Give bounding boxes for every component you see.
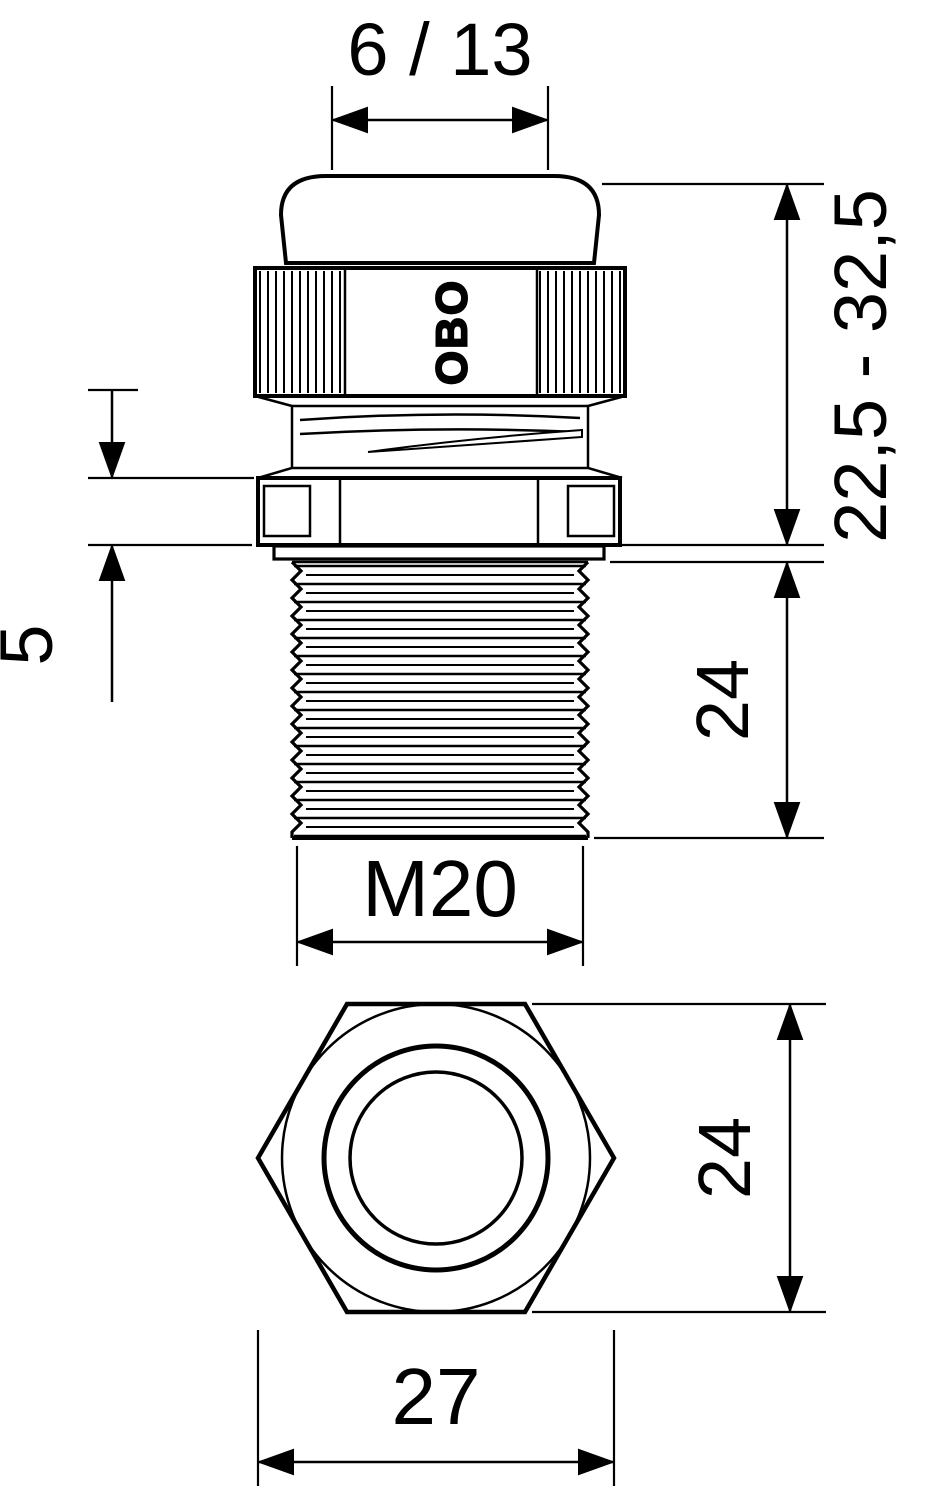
thread-edge-right — [576, 560, 591, 838]
dim-thread-size-label: M20 — [362, 844, 518, 933]
dim-clamping-range-label: 6 / 13 — [347, 8, 532, 91]
dim-clamping-range: 6 / 13 — [330, 8, 550, 170]
dim-collar-height: 5 — [0, 388, 254, 702]
inscribed-circle — [280, 1002, 592, 1314]
dim-across-flats: 24 — [532, 1002, 826, 1314]
hex-collar-outline — [256, 476, 622, 547]
dim-thread-length-label: 24 — [681, 659, 764, 741]
side-view: OBO — [253, 174, 627, 840]
dim-thread-length: 24 — [594, 560, 824, 840]
cap-outline — [278, 174, 602, 265]
neck-left-edge — [254, 394, 294, 480]
dim-collar-height-label: 5 — [0, 624, 68, 665]
ribs-left — [259, 271, 343, 393]
thread-edge-left — [289, 560, 304, 838]
dim-across-flats-label: 24 — [683, 1117, 766, 1199]
dim-across-corners: 27 — [256, 1330, 616, 1486]
ribs-right — [539, 271, 623, 393]
bore-circle — [348, 1070, 524, 1246]
neck-right-edge — [586, 394, 626, 480]
hex-chamfer-right — [566, 484, 616, 538]
dim-across-corners-label: 27 — [392, 1352, 481, 1441]
seal-ridge-1 — [299, 413, 581, 422]
thread-lines — [292, 562, 588, 838]
hex-chamfer-left — [262, 484, 312, 538]
seal-ridge-2 — [299, 428, 581, 436]
dim-height-range: 22,5 - 32,5 — [602, 182, 902, 547]
front-view — [255, 1001, 617, 1315]
brand-logo: OBO — [428, 279, 477, 385]
flange-outline — [272, 544, 606, 561]
dim-height-range-label: 22,5 - 32,5 — [819, 189, 902, 543]
seal-lip — [367, 428, 583, 453]
dim-thread-size: M20 — [295, 844, 585, 966]
